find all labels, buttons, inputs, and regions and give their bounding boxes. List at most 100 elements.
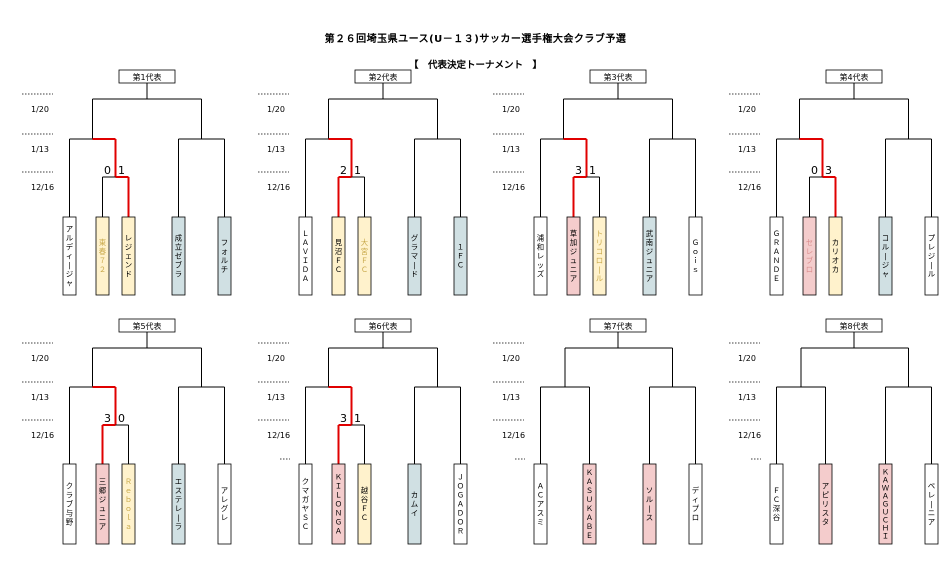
team-name: カムイ [411,491,418,518]
team-box [453,463,468,545]
round-date-label: 1/20 [738,105,756,114]
page-title: 第２６回埼玉県ユース(U－１３)サッカー選手権大会クラブ予選 [324,34,627,45]
team-name: 成立ゼブラ [175,234,183,279]
team-name: カリオカ [832,238,839,274]
round-date-label: 12/16 [31,431,54,440]
team-name: プレジ|ル [928,234,936,279]
representative-label: 第3代表 [603,72,632,82]
team-name: アピリスタ [822,482,829,527]
team-name: Ｇｏｉｓ [692,238,699,274]
team-box [95,216,110,296]
team-box [171,463,186,545]
team-name: セレブロ [806,238,814,274]
team-box [688,216,703,296]
team-box [407,216,422,296]
team-name: 浦和レッズ [537,234,545,279]
team-box [217,216,232,296]
page-subtitle: 【 代表決定トーナメント 】 [408,60,542,71]
score-left: 3 [340,412,347,425]
team-box [828,216,843,296]
round-date-label: 1/20 [267,105,285,114]
team-name: アルディ|ジャ [66,225,74,288]
team-box [566,216,581,296]
round-date-label: 1/13 [31,145,49,154]
team-name: ＪＯＧＡＤＯＲ [457,473,464,536]
team-box [769,463,784,545]
team-box [62,463,77,545]
team-name: 東春７２ [99,238,107,274]
round-date-label: 1/13 [267,393,285,402]
team-box [298,216,313,296]
score-left: 0 [104,164,111,177]
team-box [121,216,136,296]
team-name: コル|ジャ [882,234,890,279]
round-date-label: 12/16 [738,431,761,440]
team-box [95,463,110,545]
score-right: 1 [118,164,125,177]
round-date-label: 1/20 [31,105,49,114]
team-name: ソル|ス [646,486,654,522]
team-name: 草加ジュニア [570,229,577,283]
team-box [642,463,657,545]
team-name: 越谷ＦＣ [361,486,369,522]
team-name: レジェンド [125,234,132,279]
team-name: グラマ|ド [411,234,419,279]
round-date-label: 1/13 [267,145,285,154]
round-date-label: 12/16 [738,183,761,192]
team-box [533,216,548,296]
team-box [878,216,893,296]
team-box [331,463,346,545]
score-right: 1 [589,164,596,177]
team-name: 大宮ＦＣ [361,238,369,274]
round-date-label: 12/16 [502,431,525,440]
score-right: 0 [118,412,125,425]
team-box [924,463,939,545]
round-date-label: 1/13 [738,393,756,402]
round-date-label: 1/13 [31,393,49,402]
team-box [331,216,346,296]
team-box [878,463,893,545]
team-box [407,463,422,545]
team-name: 見沼ＦＣ [335,238,343,274]
team-box [453,216,468,296]
team-name: ペレ|ニア [928,482,935,527]
team-box [357,463,372,545]
team-name: ＫＡＷＡＧＵＣＨＩ [882,467,890,540]
round-date-label: 12/16 [267,431,290,440]
round-date-label: 12/16 [502,183,525,192]
team-box [802,216,817,296]
team-name: 三郷ジュニア [99,477,107,531]
team-name: 武南ジュニア [646,229,654,283]
score-left: 2 [340,164,347,177]
score-right: 1 [354,412,361,425]
score-right: 3 [825,164,832,177]
representative-label: 第8代表 [839,321,868,331]
representative-label: 第6代表 [368,321,397,331]
round-date-label: 12/16 [31,183,54,192]
score-left: 0 [811,164,818,177]
team-box [769,216,784,296]
representative-label: 第4代表 [839,72,868,82]
representative-label: 第2代表 [368,72,397,82]
team-box [592,216,607,296]
team-name: クラブ与野 [66,482,74,527]
team-box [171,216,186,296]
team-box [688,463,703,545]
team-name: Ｒｅｂｏｌａ [125,477,132,531]
team-box [298,463,313,545]
team-name: ＫＡＳＵＫＡＢＥ [586,468,593,540]
team-name: ディプロ [692,486,700,522]
team-box [582,463,597,545]
round-date-label: 1/13 [502,393,520,402]
score-right: 1 [354,164,361,177]
team-name: １ＦＣ [457,243,464,270]
round-date-label: 1/20 [31,354,49,363]
team-box [357,216,372,296]
team-name: クマガヤＳＣ [302,477,309,531]
team-name: ＬＡＶＩＤＡ [302,229,309,283]
round-date-label: 1/20 [738,354,756,363]
round-date-label: 1/13 [502,145,520,154]
team-name: ＫＩＬＯＮＧＡ [335,473,342,536]
team-box [217,463,232,545]
